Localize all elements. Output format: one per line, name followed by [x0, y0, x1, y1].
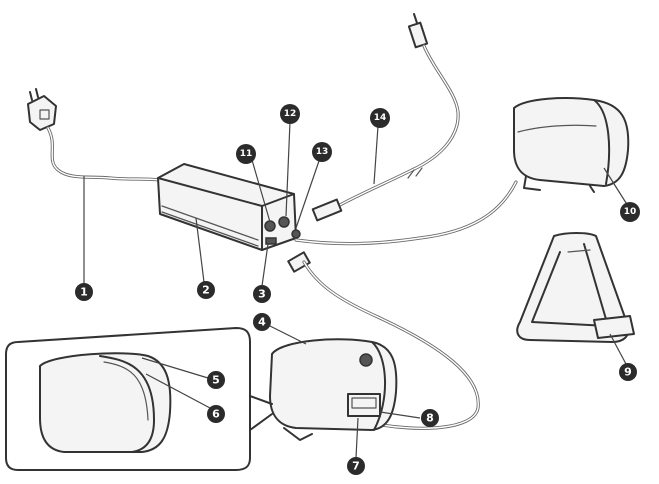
callout-11-label: 11 — [240, 149, 253, 159]
detail-inset — [5, 327, 273, 471]
callout-3: 3 — [253, 285, 271, 303]
callout-1: 1 — [75, 283, 93, 301]
callout-7: 7 — [347, 457, 365, 475]
callout-14: 14 — [370, 108, 390, 128]
callout-1-label: 1 — [80, 286, 88, 299]
power-cord — [46, 126, 162, 182]
callout-10-label: 10 — [624, 207, 637, 217]
callout-7-label: 7 — [352, 460, 360, 473]
callout-8: 8 — [421, 409, 439, 427]
power-plug — [27, 88, 57, 131]
callout-4: 4 — [253, 313, 271, 331]
jack-13 — [291, 229, 301, 239]
callout-8-label: 8 — [426, 412, 434, 425]
right-speaker — [513, 97, 630, 193]
callout-12-label: 12 — [284, 109, 297, 119]
jack-12 — [278, 216, 290, 228]
left-speaker-cable — [287, 251, 480, 430]
speaker-stand — [516, 232, 635, 343]
callout-5: 5 — [207, 371, 225, 389]
right-speaker-cable — [294, 180, 518, 246]
callout-13: 13 — [312, 142, 332, 162]
callout-4-label: 4 — [258, 316, 266, 329]
callout-3-label: 3 — [258, 288, 266, 301]
callout-2-label: 2 — [202, 284, 210, 297]
left-speaker — [269, 338, 398, 441]
callout-5-label: 5 — [212, 374, 220, 387]
callout-14-label: 14 — [374, 113, 387, 123]
leader-lines — [83, 121, 629, 459]
callout-2: 2 — [197, 281, 215, 299]
power-switch — [265, 237, 277, 245]
callout-12: 12 — [280, 104, 300, 124]
callout-9-label: 9 — [624, 366, 632, 379]
callout-13-label: 13 — [316, 147, 329, 157]
audio-input-cable — [311, 13, 460, 222]
amplifier-box — [157, 163, 301, 251]
callout-6-label: 6 — [212, 408, 220, 421]
callout-6: 6 — [207, 405, 225, 423]
callout-10: 10 — [620, 202, 640, 222]
callout-11: 11 — [236, 144, 256, 164]
jack-11 — [264, 220, 276, 232]
callout-9: 9 — [619, 363, 637, 381]
